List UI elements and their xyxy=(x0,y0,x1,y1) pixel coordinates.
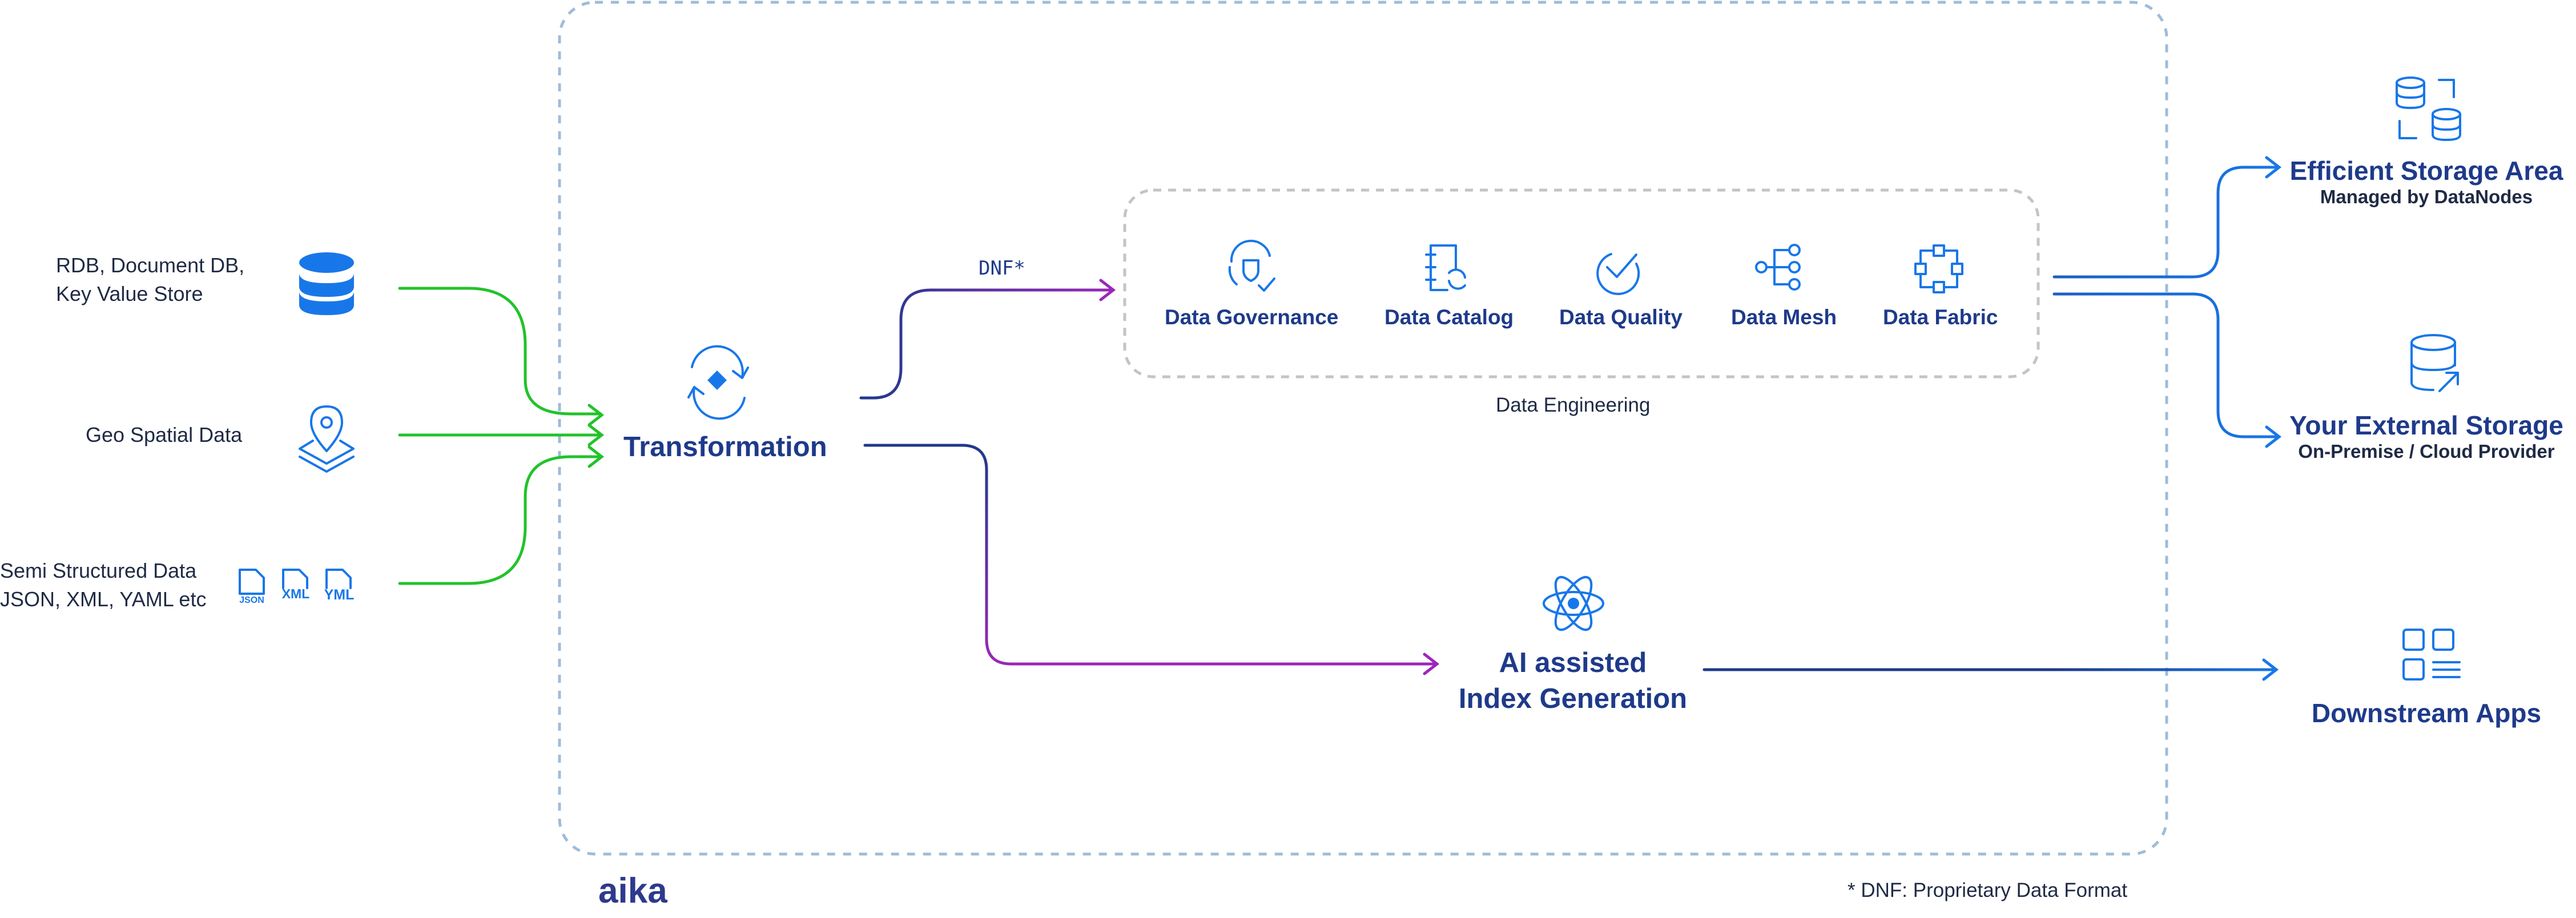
ai-label: AI assisted Index Generation xyxy=(1444,645,1701,717)
engineering-item-catalog: Data Catalog xyxy=(1384,305,1514,329)
data-engineering-group xyxy=(1123,188,2040,379)
source-semi-line2: JSON, XML, YAML etc xyxy=(0,587,207,611)
catalog-book-icon xyxy=(1425,244,1466,291)
source-geo-label: Geo Spatial Data xyxy=(86,421,242,449)
source-geo-line1: Geo Spatial Data xyxy=(86,423,243,446)
databases-icon xyxy=(2396,76,2461,141)
arrowhead-downstream xyxy=(2262,658,2279,681)
destination-efficient-storage-subtitle: Managed by DataNodes xyxy=(2320,186,2533,207)
source-semi-line1: Semi Structured Data xyxy=(0,559,197,582)
arrowhead-engineering xyxy=(1099,279,1116,301)
connector-rdb xyxy=(398,287,602,416)
arrowhead-efficient-storage xyxy=(2265,156,2282,179)
check-circle-icon xyxy=(1596,253,1640,295)
dnf-label: DNF* xyxy=(979,257,1025,280)
destination-external-storage-subtitle: On-Premise / Cloud Provider xyxy=(2298,441,2555,462)
ai-label-line2: Index Generation xyxy=(1458,683,1688,714)
svg-text:JSON: JSON xyxy=(239,595,264,605)
destination-external-storage-title: Your External Storage xyxy=(2289,410,2563,440)
brand-logo: aika xyxy=(598,871,667,911)
arrowhead-external-storage xyxy=(2265,425,2282,448)
arrowhead-rdb xyxy=(587,404,605,426)
source-rdb-line1: RDB, Document DB, xyxy=(56,253,245,277)
fabric-nodes-icon xyxy=(1914,244,1963,293)
source-rdb-line2: Key Value Store xyxy=(56,282,203,305)
source-semi-label: Semi Structured Data JSON, XML, YAML etc xyxy=(0,557,206,614)
engineering-item-quality: Data Quality xyxy=(1559,305,1683,329)
engineering-item-governance: Data Governance xyxy=(1165,305,1339,329)
engineering-item-mesh: Data Mesh xyxy=(1731,305,1837,329)
connector-to-ai xyxy=(863,444,1438,666)
ai-label-line1: AI assisted xyxy=(1499,647,1647,678)
svg-text:YML: YML xyxy=(324,587,355,603)
destination-efficient-storage-title: Efficient Storage Area xyxy=(2289,156,2563,186)
json-file-icon: JSON xyxy=(239,569,265,605)
transformation-label: Transformation xyxy=(623,432,827,462)
database-export-icon xyxy=(2410,334,2459,392)
footnote: * DNF: Proprietary Data Format xyxy=(1848,879,2128,901)
destination-downstream-apps-title: Downstream Apps xyxy=(2311,698,2542,728)
atom-icon xyxy=(1543,575,1604,631)
destination-downstream-apps: Downstream Apps xyxy=(2278,698,2575,728)
map-pin-layers-icon xyxy=(299,405,355,473)
connector-to-efficient-storage xyxy=(2052,166,2280,279)
engineering-group-label: Data Engineering xyxy=(1496,394,1651,416)
apps-grid-icon xyxy=(2402,629,2461,681)
yml-file-icon: YML xyxy=(324,569,355,603)
governance-shield-icon xyxy=(1228,239,1275,292)
source-rdb-label: RDB, Document DB, Key Value Store xyxy=(56,251,244,308)
connector-semi xyxy=(398,455,602,585)
arrowhead-ai xyxy=(1423,653,1440,675)
mesh-nodes-icon xyxy=(1755,244,1801,291)
arrowhead-geo xyxy=(587,424,605,446)
connector-to-engineering xyxy=(859,288,1114,400)
sync-diamond-icon xyxy=(687,345,749,420)
destination-external-storage: Your External Storage On-Premise / Cloud… xyxy=(2278,410,2575,462)
engineering-item-fabric: Data Fabric xyxy=(1883,305,1998,329)
database-icon xyxy=(299,252,354,315)
destination-efficient-storage: Efficient Storage Area Managed by DataNo… xyxy=(2278,155,2575,208)
aika-boundary xyxy=(558,1,2168,856)
arrowhead-semi xyxy=(587,445,605,468)
xml-file-icon: XML xyxy=(282,569,310,601)
connector-to-external-storage xyxy=(2052,292,2280,438)
svg-text:XML: XML xyxy=(282,586,310,601)
